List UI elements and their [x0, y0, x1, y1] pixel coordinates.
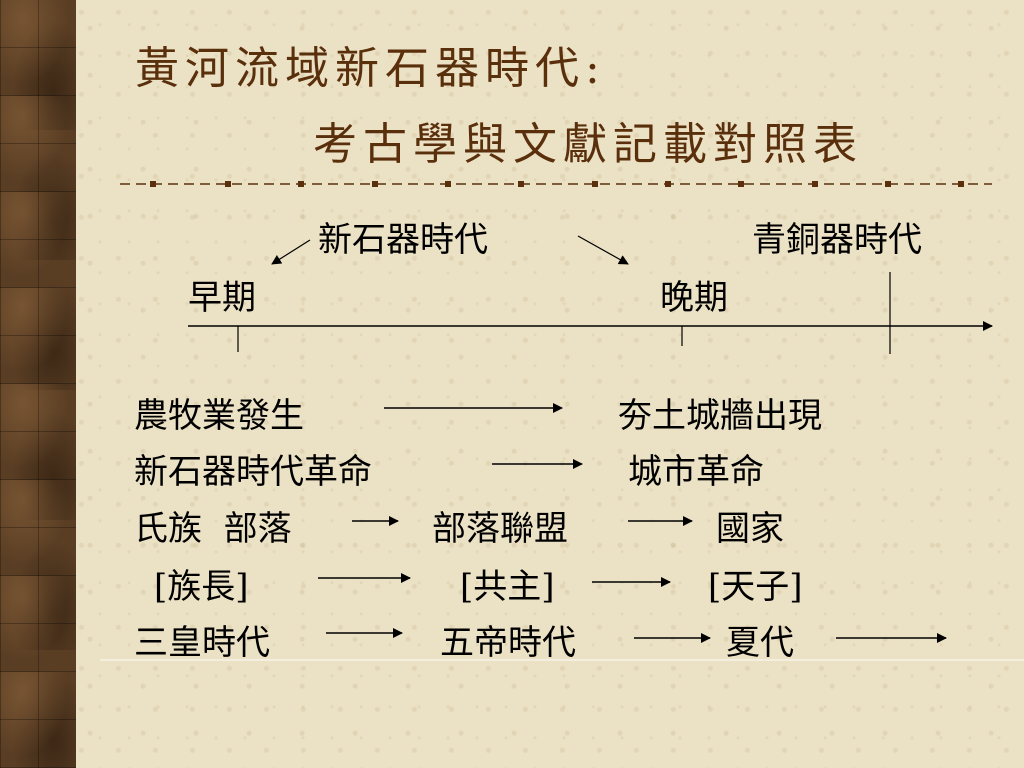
label-bronze-age: 青銅器時代	[752, 220, 922, 260]
arrow-to-early	[271, 239, 311, 265]
row2-col1: 新石器時代革命	[134, 452, 372, 492]
row5-col3: 夏代	[726, 623, 794, 663]
row3-col1: 氏族 部落	[134, 509, 292, 549]
row5-col1: 三皇時代	[134, 623, 270, 663]
label-late: 晚期	[660, 278, 728, 318]
row3-col3: 國家	[716, 509, 784, 549]
divider-dots	[150, 181, 964, 187]
row1-col2: 夯土城牆出現	[618, 396, 822, 436]
row4-col2: [共主]	[460, 567, 555, 607]
row5-col2: 五帝時代	[440, 623, 576, 663]
label-early: 早期	[188, 278, 256, 318]
row4-col3: [天子]	[708, 567, 803, 607]
arrow-to-late	[577, 235, 629, 265]
row4-col1: [族長]	[154, 567, 249, 607]
decorative-sidebar	[0, 0, 76, 768]
label-neolithic: 新石器時代	[318, 220, 488, 260]
slide-title-line1: 黃河流域新石器時代:	[135, 43, 606, 94]
slide-title-line2: 考古學與文獻記載對照表	[313, 119, 863, 170]
row3-col2: 部落聯盟	[432, 509, 568, 549]
row2-col2: 城市革命	[628, 452, 764, 492]
bottom-rule	[100, 659, 1024, 661]
row1-col1: 農牧業發生	[134, 396, 304, 436]
